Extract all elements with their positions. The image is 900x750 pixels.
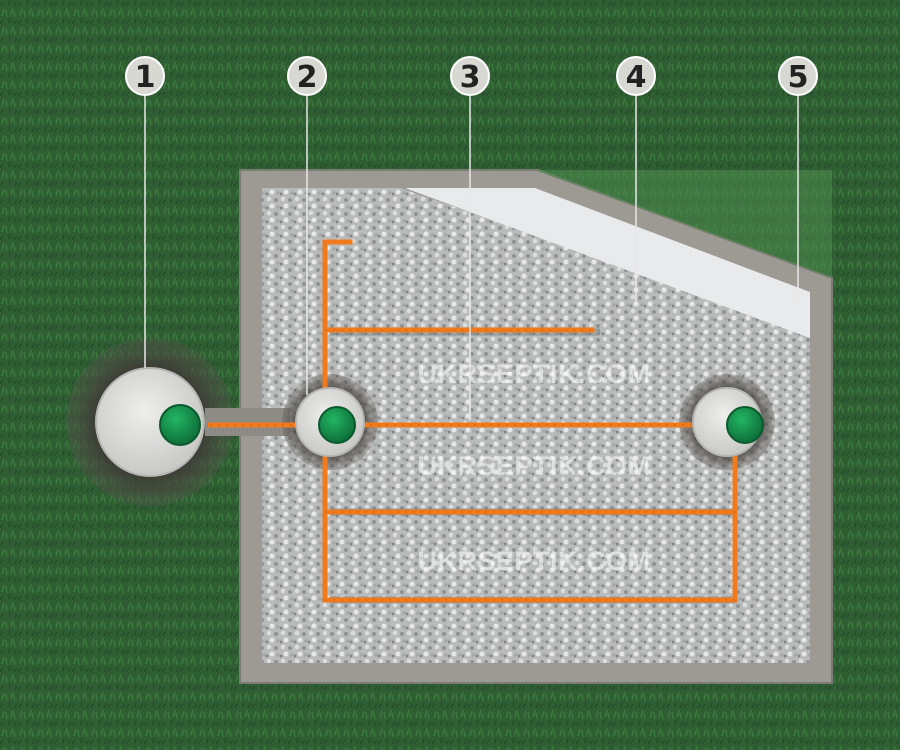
septic-tank-ring xyxy=(95,367,205,477)
septic-tank-lid xyxy=(159,404,201,446)
callout-4-label: 4 xyxy=(626,60,647,95)
callout-3-label: 3 xyxy=(460,60,481,95)
callout-2: 2 xyxy=(287,56,327,96)
callout-leaders xyxy=(144,96,799,420)
geotextile-membrane xyxy=(405,188,810,338)
grass-cover-layer xyxy=(535,170,832,278)
callout-2-label: 2 xyxy=(297,60,318,95)
distribution-well-lid xyxy=(318,406,356,444)
watermark-2: UKRSEPTIK.COM xyxy=(417,451,650,481)
callout-5: 5 xyxy=(778,56,818,96)
callout-4: 4 xyxy=(616,56,656,96)
callout-3: 3 xyxy=(450,56,490,96)
watermark-1: UKRSEPTIK.COM xyxy=(417,359,650,389)
watermark-3: UKRSEPTIK.COM xyxy=(417,546,650,576)
callout-1-label: 1 xyxy=(135,60,156,95)
connecting-pipe-sleeve xyxy=(205,408,290,436)
ventilation-well-lid xyxy=(726,406,764,444)
callout-5-label: 5 xyxy=(788,60,809,95)
callout-1: 1 xyxy=(125,56,165,96)
